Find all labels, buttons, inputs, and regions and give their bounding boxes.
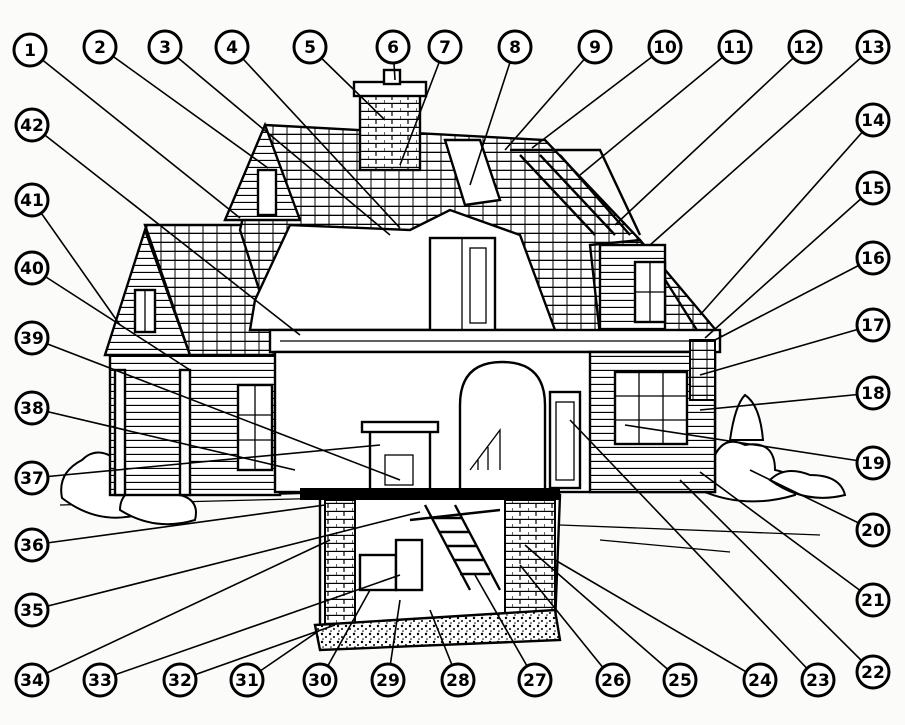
callout-8: 8 (470, 31, 531, 185)
callout-number-5: 5 (304, 38, 316, 58)
callout-number-4: 4 (226, 38, 238, 58)
callout-number-19: 19 (861, 454, 885, 474)
callout-5: 5 (294, 31, 385, 120)
leader-line-4 (232, 47, 400, 228)
leader-line-8 (470, 47, 515, 185)
callout-number-34: 34 (20, 671, 44, 691)
callout-number-8: 8 (509, 38, 521, 58)
callout-number-2: 2 (94, 38, 106, 58)
callout-number-16: 16 (861, 249, 885, 269)
callout-number-17: 17 (861, 316, 885, 336)
callout-number-28: 28 (446, 671, 470, 691)
leader-line-34 (32, 540, 330, 680)
callout-number-31: 31 (235, 671, 259, 691)
leader-line-13 (650, 47, 873, 245)
callout-number-26: 26 (601, 671, 625, 691)
callout-20: 20 (750, 470, 889, 546)
callout-18: 18 (700, 377, 889, 410)
leader-line-7 (400, 47, 445, 165)
callout-19: 19 (625, 425, 889, 479)
callout-number-7: 7 (439, 38, 451, 58)
callout-number-18: 18 (861, 384, 885, 404)
leader-line-40 (32, 268, 190, 370)
callout-number-25: 25 (668, 671, 692, 691)
leader-line-11 (580, 47, 735, 175)
callout-number-6: 6 (387, 38, 399, 58)
callout-number-38: 38 (20, 399, 44, 419)
leader-line-19 (625, 425, 873, 463)
leader-line-36 (32, 505, 325, 545)
callout-number-21: 21 (861, 591, 885, 611)
callout-38: 38 (16, 392, 295, 470)
leader-line-2 (100, 47, 268, 168)
callout-42: 42 (16, 109, 300, 335)
callout-22: 22 (680, 480, 889, 688)
callout-number-36: 36 (20, 536, 44, 556)
callout-number-37: 37 (20, 469, 44, 489)
leader-line-42 (32, 125, 300, 335)
leader-line-14 (700, 120, 873, 315)
callout-number-9: 9 (589, 38, 601, 58)
callout-39: 39 (16, 322, 400, 480)
callout-number-10: 10 (653, 38, 677, 58)
callout-number-27: 27 (523, 671, 547, 691)
leader-line-37 (32, 445, 380, 478)
callout-number-14: 14 (861, 111, 885, 131)
leader-line-27 (475, 575, 535, 680)
callout-number-3: 3 (159, 38, 171, 58)
callout-number-24: 24 (748, 671, 772, 691)
callout-6: 6 (377, 31, 409, 80)
callout-number-39: 39 (20, 329, 44, 349)
callout-number-1: 1 (24, 41, 36, 61)
leader-line-38 (32, 408, 295, 470)
leader-line-18 (700, 393, 873, 410)
callout-number-42: 42 (20, 116, 44, 136)
callout-40: 40 (16, 252, 190, 370)
leader-line-1 (30, 50, 240, 218)
callout-number-13: 13 (861, 38, 885, 58)
callout-number-20: 20 (861, 521, 885, 541)
callout-number-30: 30 (308, 671, 332, 691)
callout-17: 17 (700, 309, 889, 375)
leader-line-15 (705, 188, 873, 338)
callout-number-40: 40 (20, 259, 44, 279)
callout-number-23: 23 (806, 671, 830, 691)
callout-number-12: 12 (793, 38, 817, 58)
leader-line-3 (165, 47, 390, 235)
leader-line-12 (615, 47, 805, 225)
callout-37: 37 (16, 445, 380, 494)
callout-3: 3 (149, 31, 390, 235)
leader-line-25 (525, 545, 680, 680)
leader-line-24 (555, 560, 760, 680)
callout-number-33: 33 (88, 671, 112, 691)
callout-23: 23 (570, 420, 834, 696)
leader-line-39 (32, 338, 400, 480)
callout-14: 14 (700, 104, 889, 315)
callout-13: 13 (650, 31, 889, 245)
callout-number-15: 15 (861, 179, 885, 199)
callout-27: 27 (475, 575, 551, 696)
callout-number-35: 35 (20, 601, 44, 621)
callout-number-22: 22 (861, 663, 885, 683)
leader-line-17 (700, 325, 873, 375)
callout-number-41: 41 (20, 191, 44, 211)
leader-line-20 (750, 470, 873, 530)
leader-line-21 (700, 472, 873, 600)
callout-number-29: 29 (376, 671, 400, 691)
callout-number-11: 11 (723, 38, 747, 58)
callout-number-32: 32 (168, 671, 192, 691)
callout-28: 28 (430, 610, 474, 696)
callout-36: 36 (16, 505, 325, 561)
leader-line-22 (680, 480, 873, 672)
leader-line-35 (32, 512, 420, 610)
callout-29: 29 (372, 600, 404, 696)
